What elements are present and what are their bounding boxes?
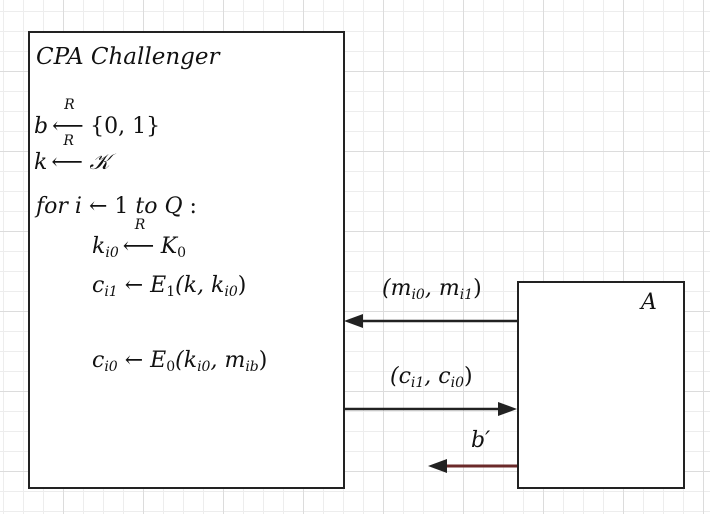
- arrow-b-prime: [428, 459, 517, 473]
- message-c-label: (ci1, ci0): [390, 364, 473, 391]
- adversary-label: A: [641, 290, 657, 315]
- challenger-box: [28, 31, 345, 489]
- encrypt-ci1-line: ci1 ← E1(k, ki0): [92, 273, 247, 300]
- adversary-box: [517, 281, 685, 489]
- guess-b-label: b′: [471, 428, 491, 453]
- encrypt-ci0-line: ci0 ← E0(ki0, mib): [92, 348, 268, 375]
- message-m-label: (mi0, mi1): [382, 276, 482, 303]
- arrow-c-to-adversary: [345, 402, 517, 416]
- arrow-m-to-challenger: [344, 314, 517, 328]
- challenger-title: CPA Challenger: [36, 44, 220, 70]
- for-loop-line: for i ← 1 to Q :: [36, 194, 197, 219]
